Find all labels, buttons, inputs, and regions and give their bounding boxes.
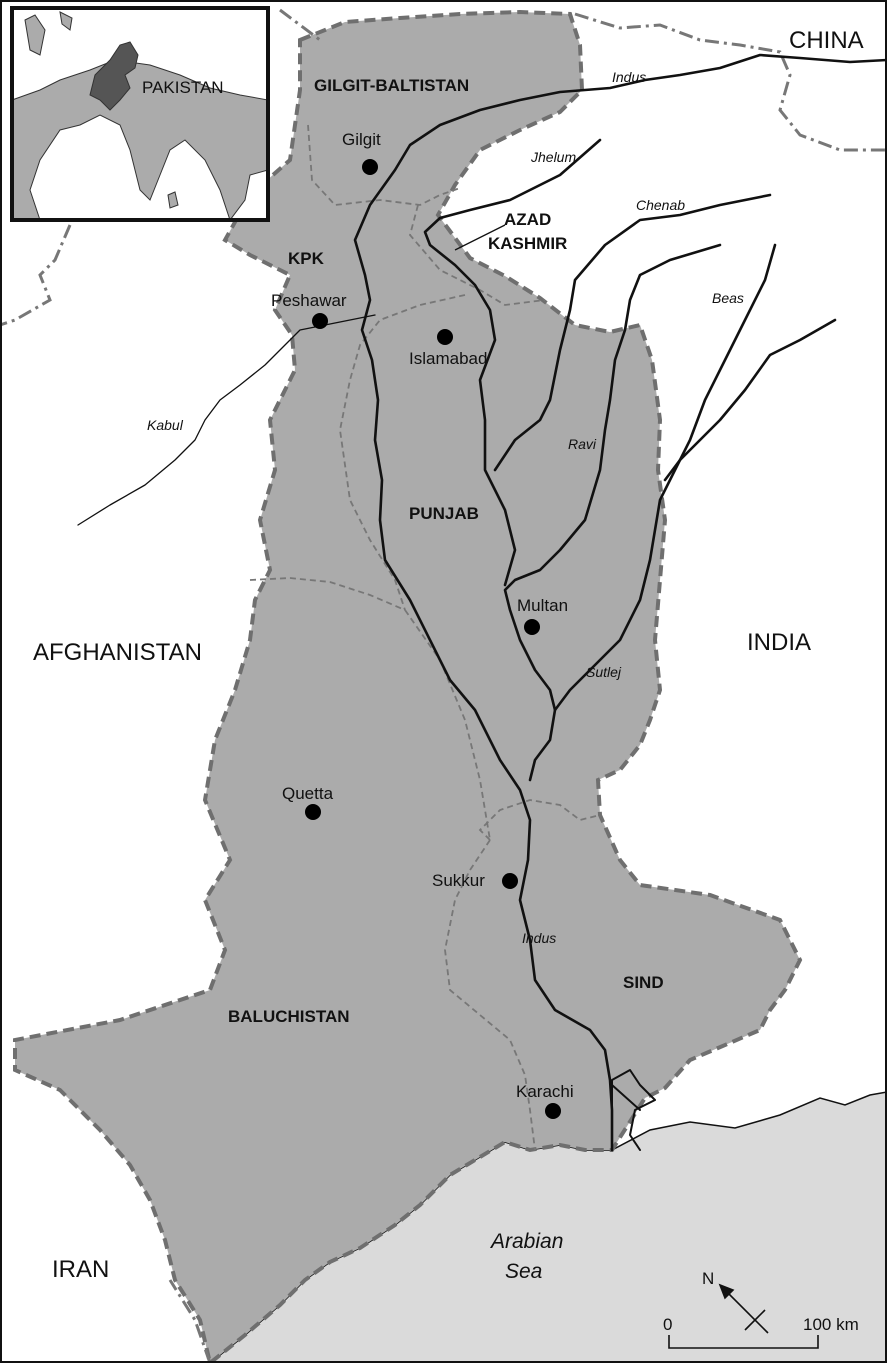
indus-river	[353, 53, 887, 1152]
label-gilgit-baltistan: GILGIT-BALTISTAN	[314, 76, 469, 95]
islamabad-dot	[437, 329, 453, 345]
north-arrow	[718, 1283, 769, 1334]
karachi-dot	[545, 1103, 561, 1119]
label-kpk: KPK	[288, 249, 325, 268]
sutlej-river	[663, 318, 837, 482]
label-afghanistan: AFGHANISTAN	[33, 639, 202, 666]
label-iran: IRAN	[52, 1256, 109, 1283]
peshawar-dot	[312, 313, 328, 329]
gilgit-dot	[362, 159, 378, 175]
inset-pakistan	[89, 41, 139, 111]
jhelum-river	[423, 138, 602, 587]
chenab-river	[493, 193, 772, 472]
scale-start-label: 0	[663, 1315, 672, 1334]
quetta-dot	[305, 804, 321, 820]
label-sind: SIND	[623, 973, 664, 992]
label-india: INDIA	[747, 629, 811, 656]
label-arabian: Arabian	[489, 1230, 563, 1253]
label-islamabad: Islamabad	[409, 349, 487, 368]
label-sutlej: Sutlej	[586, 664, 622, 680]
label-chenab: Chenab	[636, 197, 685, 213]
label-karachi: Karachi	[516, 1082, 574, 1101]
label-indus-south: Indus	[522, 930, 556, 946]
inset-map	[10, 6, 270, 222]
scale-end-label: 100 km	[803, 1315, 859, 1334]
azad-kashmir-leader	[454, 224, 506, 251]
pakistan-territory	[13, 9, 803, 1363]
label-gilgit: Gilgit	[342, 130, 381, 149]
inset-water-islands	[24, 11, 73, 56]
inset-land	[11, 59, 269, 222]
multan-dot	[524, 619, 540, 635]
inset-sri-lanka	[167, 191, 179, 209]
kabul-river	[77, 314, 376, 526]
ravi-river	[503, 243, 722, 712]
delta-channels	[611, 1069, 656, 1151]
label-indus-north: Indus	[612, 69, 646, 85]
inset-label-pakistan: PAKISTAN	[142, 78, 224, 97]
rivers	[77, 53, 887, 1152]
label-kabul: Kabul	[147, 417, 184, 433]
label-punjab: PUNJAB	[409, 504, 479, 523]
sukkur-dot	[502, 873, 518, 889]
label-beas: Beas	[712, 290, 744, 306]
city-markers	[305, 159, 561, 1119]
beas-river	[528, 243, 777, 782]
label-sea: Sea	[505, 1260, 542, 1283]
provincial-borders	[249, 124, 601, 1151]
label-quetta: Quetta	[282, 784, 334, 803]
north-arrow-label: N	[702, 1269, 714, 1288]
label-sukkur: Sukkur	[432, 871, 485, 890]
label-baluchistan: BALUCHISTAN	[228, 1007, 350, 1026]
label-kashmir: KASHMIR	[488, 234, 567, 253]
label-china: CHINA	[789, 27, 864, 54]
scale-bar	[668, 1335, 819, 1349]
label-jhelum: Jhelum	[530, 149, 576, 165]
label-multan: Multan	[517, 596, 568, 615]
label-ravi: Ravi	[568, 436, 597, 452]
label-peshawar: Peshawar	[271, 291, 347, 310]
label-azad: AZAD	[504, 210, 551, 229]
international-borders	[0, 8, 887, 1363]
